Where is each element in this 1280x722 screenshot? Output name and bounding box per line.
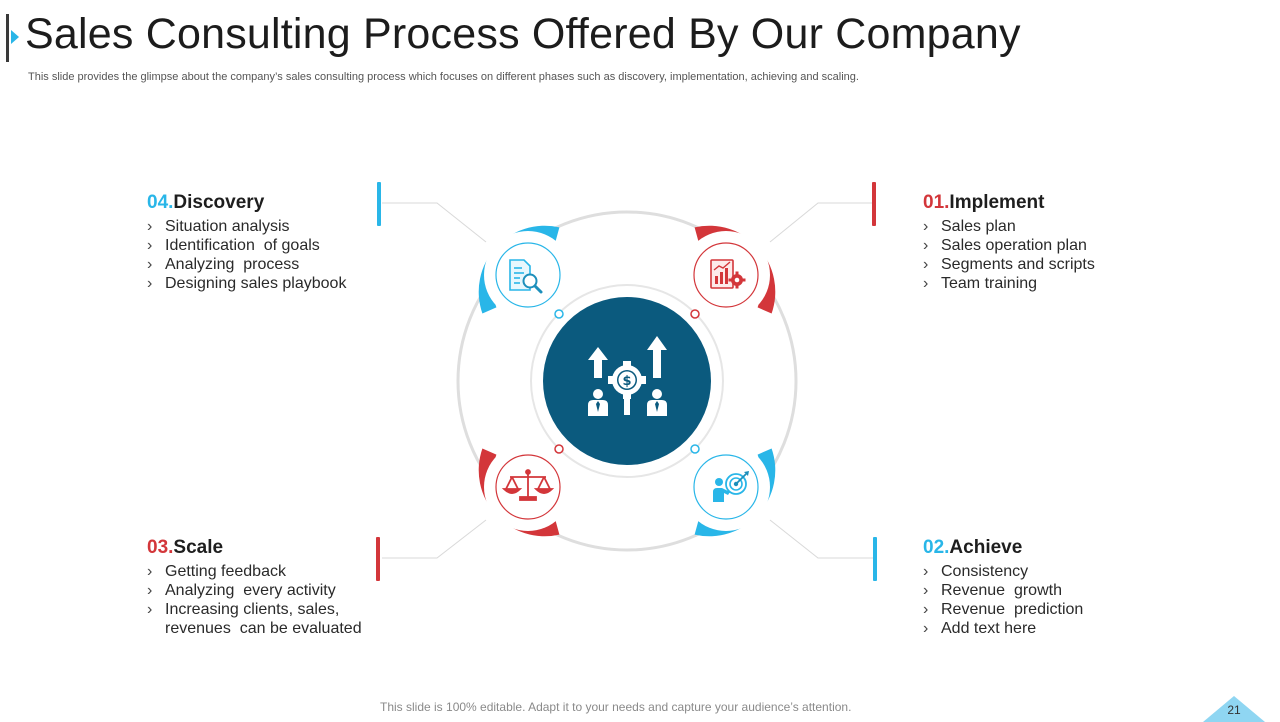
list-item: Revenue prediction: [923, 600, 1083, 619]
slide-subtitle: This slide provides the glimpse about th…: [28, 71, 859, 83]
list-item: Designing sales playbook: [147, 274, 346, 293]
phase-scale: 03.Scale Getting feedback Analyzing ever…: [147, 537, 362, 638]
phase-number: 03.: [147, 537, 174, 558]
phase-items: Situation analysis Identification of goa…: [147, 217, 346, 293]
title-marker-arrow: [11, 30, 19, 44]
phase-items: Getting feedback Analyzing every activit…: [147, 562, 362, 638]
node-scale: [478, 443, 572, 537]
connector-discovery: [382, 202, 487, 243]
slide-title: Sales Consulting Process Offered By Our …: [25, 10, 1021, 58]
balance-scale-icon: [501, 469, 555, 501]
phase-name: Scale: [173, 537, 224, 558]
connector-implement: [769, 202, 873, 243]
bar-implement: [872, 182, 876, 226]
phase-name: Discovery: [173, 192, 265, 213]
node-implement: [682, 225, 776, 319]
list-item-continuation: revenues can be evaluated: [165, 620, 362, 637]
page-number: 21: [1227, 703, 1241, 717]
page-number-badge: [1203, 696, 1265, 722]
connector-lines: [382, 202, 873, 559]
dot-achieve: [690, 444, 700, 454]
phase-number: 04.: [147, 192, 174, 213]
slide-footer: This slide is 100% editable. Adapt it to…: [380, 700, 852, 714]
sales-growth-icon: $: [588, 336, 667, 416]
target-presenter-icon: [713, 471, 749, 502]
phase-number: 01.: [923, 192, 950, 213]
list-item: Sales operation plan: [923, 236, 1095, 255]
list-item: Getting feedback: [147, 562, 362, 581]
phase-number: 02.: [923, 537, 950, 558]
connector-achieve: [769, 519, 873, 559]
dot-implement: [690, 309, 700, 319]
list-item: Identification of goals: [147, 236, 346, 255]
bar-discovery: [377, 182, 381, 226]
outer-ring: [456, 210, 798, 552]
dot-scale: [554, 444, 564, 454]
bar-achieve: [873, 537, 877, 581]
list-item: Add text here: [923, 619, 1083, 638]
phase-items: Consistency Revenue growth Revenue predi…: [923, 562, 1083, 638]
phase-implement: 01.Implement Sales plan Sales operation …: [923, 192, 1095, 293]
phase-name: Achieve: [949, 537, 1023, 558]
bar-scale: [376, 537, 380, 581]
list-item: Team training: [923, 274, 1095, 293]
phase-heading: 02.Achieve: [923, 537, 1083, 559]
list-item: Situation analysis: [147, 217, 346, 236]
connector-scale: [382, 519, 487, 559]
node-discovery: [478, 225, 572, 319]
title-marker: [6, 14, 9, 62]
phase-discovery: 04.Discovery Situation analysis Identifi…: [147, 192, 346, 293]
list-item: Consistency: [923, 562, 1083, 581]
report-gear-icon: [710, 259, 746, 289]
dot-discovery: [554, 309, 564, 319]
node-achieve: [682, 443, 776, 537]
list-item: Segments and scripts: [923, 255, 1095, 274]
document-search-icon: [509, 259, 543, 294]
list-item: Revenue growth: [923, 581, 1083, 600]
list-item: Increasing clients, sales,: [147, 600, 362, 619]
phase-heading: 03.Scale: [147, 537, 362, 559]
phase-items: Sales plan Sales operation plan Segments…: [923, 217, 1095, 293]
phase-heading: 01.Implement: [923, 192, 1095, 214]
list-item: Analyzing process: [147, 255, 346, 274]
list-item: Analyzing every activity: [147, 581, 362, 600]
svg-text:$: $: [622, 374, 631, 389]
phase-achieve: 02.Achieve Consistency Revenue growth Re…: [923, 537, 1083, 638]
list-item: Sales plan: [923, 217, 1095, 236]
phase-heading: 04.Discovery: [147, 192, 346, 214]
phase-name: Implement: [949, 192, 1045, 213]
